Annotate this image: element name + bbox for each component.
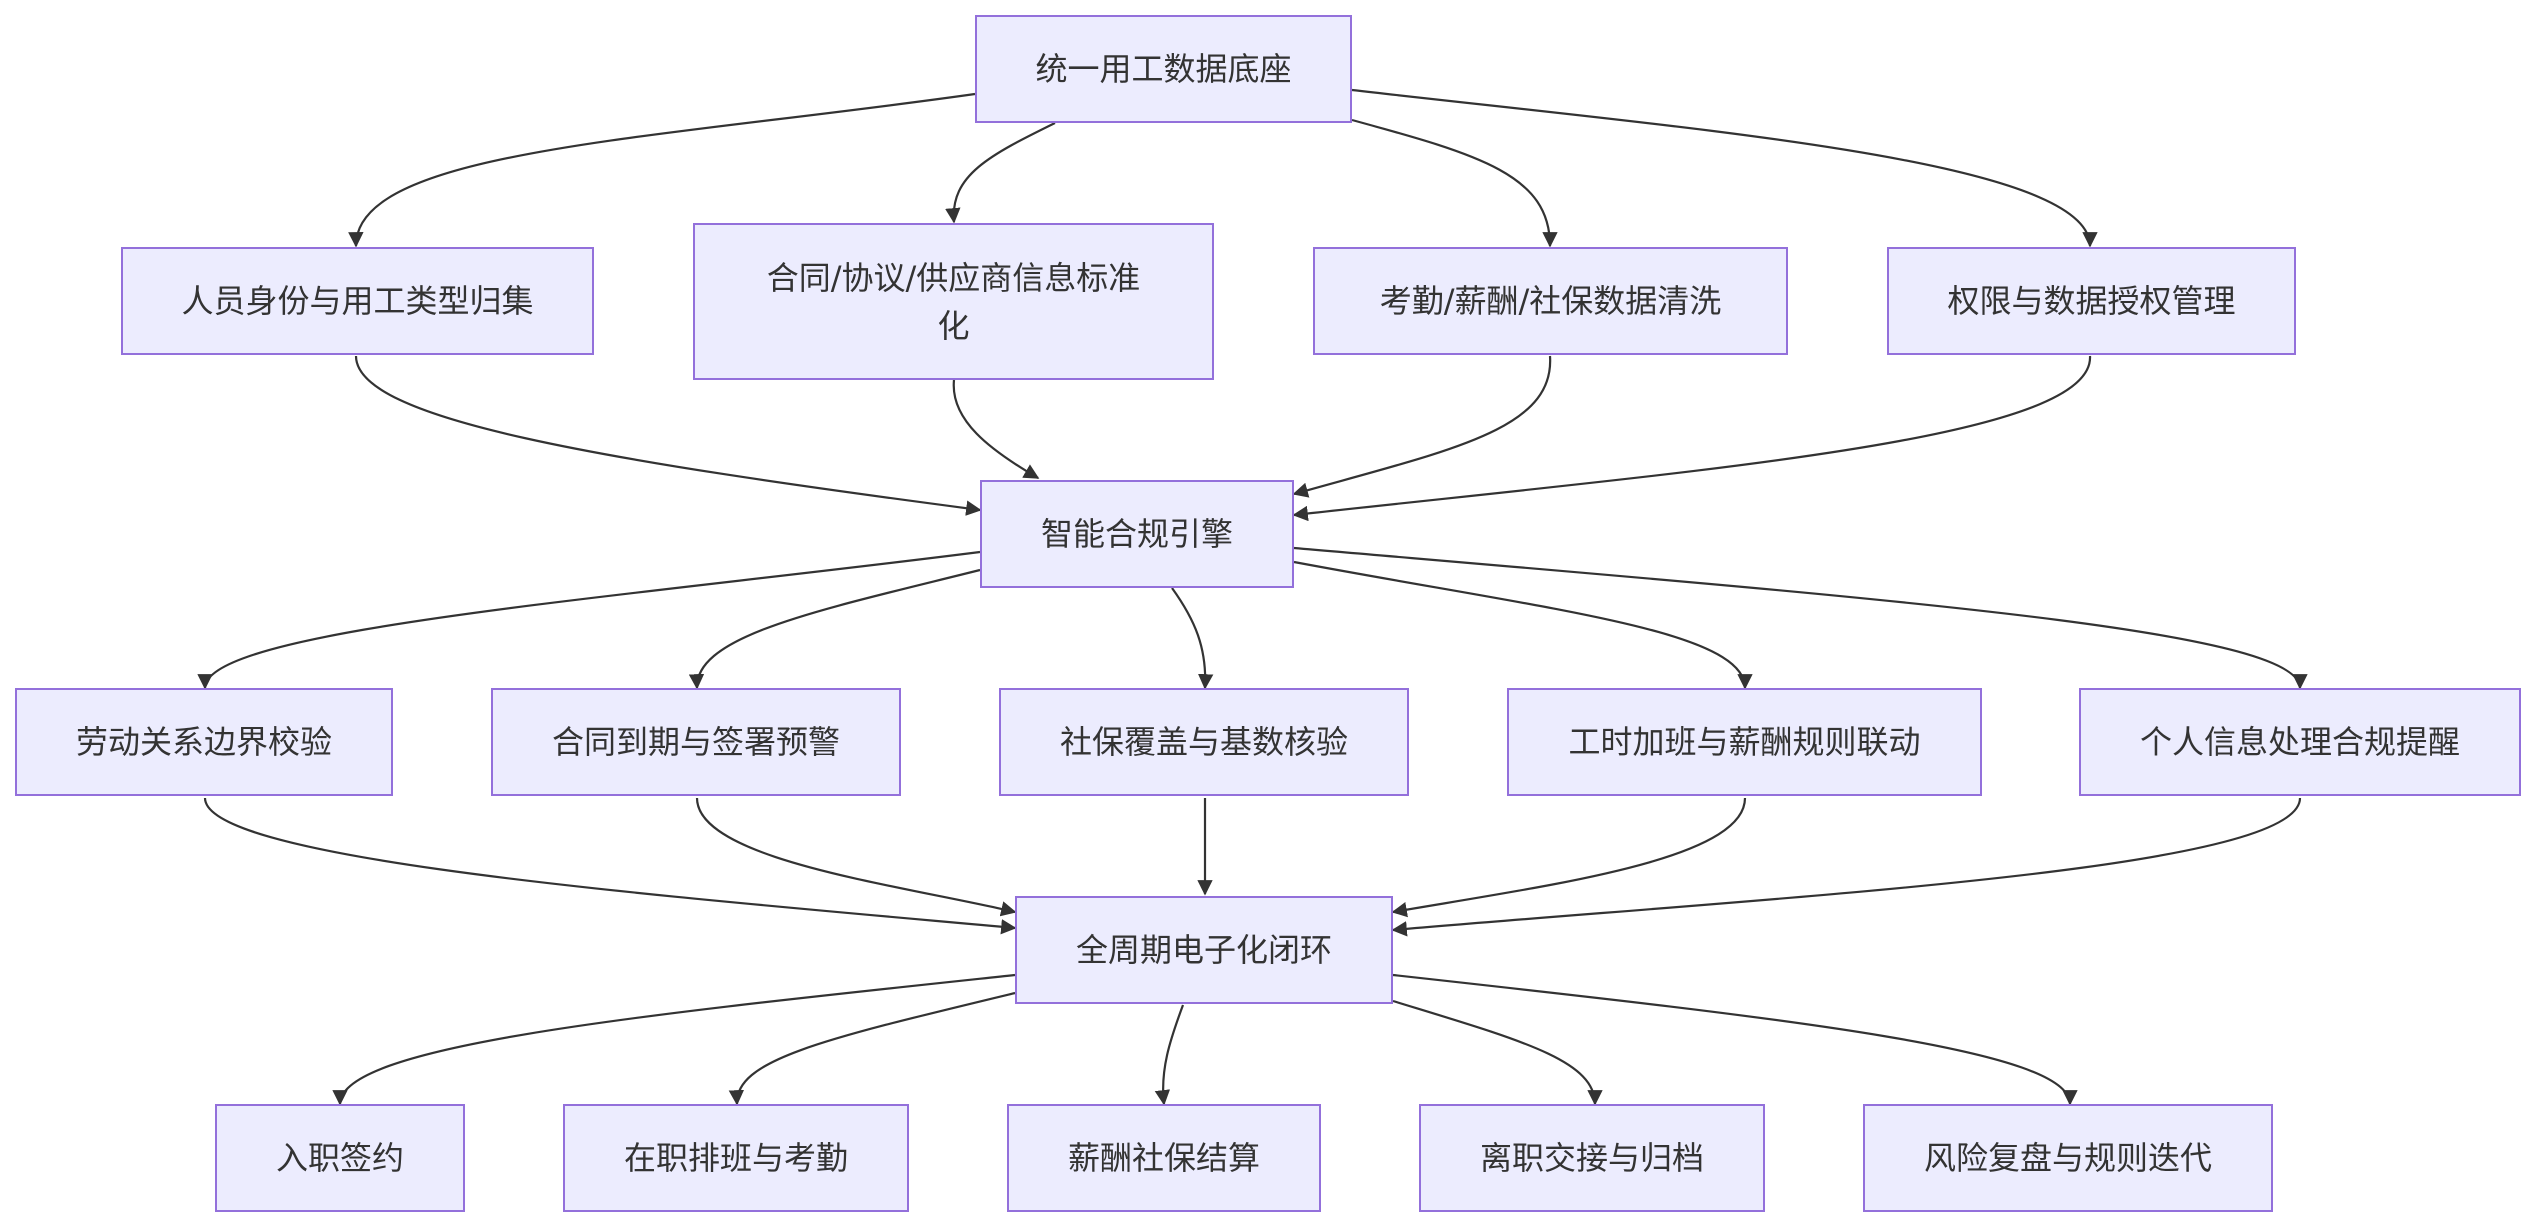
node-risk-review: 风险复盘与规则迭代 [1863, 1104, 2273, 1212]
node-onboard: 入职签约 [215, 1104, 465, 1212]
edge-root-attendance-clean [1351, 118, 1558, 248]
node-offboard: 离职交接与归档 [1419, 1104, 1765, 1212]
edge-lifecycle-payroll [1154, 1004, 1185, 1106]
edge-lifecycle-onboard [332, 973, 1016, 1106]
node-scheduling-label: 在职排班与考勤 [623, 1139, 848, 1177]
edge-contract-alert-lifecycle [695, 797, 1017, 917]
node-contract-std: 合同/协议/供应商信息标准化 [693, 223, 1214, 380]
node-payroll-label: 薪酬社保结算 [1067, 1139, 1260, 1177]
node-identity: 人员身份与用工类型归集 [121, 247, 594, 355]
node-overtime-link: 工时加班与薪酬规则联动 [1507, 688, 1982, 796]
edge-privacy-reminder-lifecycle [1391, 797, 2302, 937]
node-identity-label: 人员身份与用工类型归集 [181, 282, 534, 320]
node-payroll: 薪酬社保结算 [1007, 1104, 1321, 1212]
edge-engine-overtime-link [1293, 560, 1753, 690]
edge-engine-social-check [1171, 587, 1214, 690]
node-contract-std-label: 合同/协议/供应商信息标准化 [766, 258, 1141, 345]
node-risk-review-label: 风险复盘与规则迭代 [1923, 1139, 2212, 1177]
node-scheduling: 在职排班与考勤 [563, 1104, 909, 1212]
edge-contract-std-engine [952, 379, 1040, 479]
edge-labor-check-lifecycle [203, 797, 1017, 935]
node-engine-label: 智能合规引擎 [1040, 515, 1233, 553]
node-lifecycle: 全周期电子化闭环 [1015, 896, 1393, 1004]
node-social-check: 社保覆盖与基数核验 [999, 688, 1409, 796]
node-permission: 权限与数据授权管理 [1887, 247, 2296, 355]
edge-lifecycle-scheduling [728, 991, 1016, 1106]
edge-lifecycle-offboard [1392, 999, 1603, 1106]
node-engine: 智能合规引擎 [980, 480, 1294, 588]
node-privacy-reminder-label: 个人信息处理合规提醒 [2139, 723, 2460, 761]
node-social-check-label: 社保覆盖与基数核验 [1059, 723, 1348, 761]
node-labor-check-label: 劳动关系边界校验 [75, 723, 332, 761]
node-root: 统一用工数据底座 [975, 15, 1352, 123]
node-attendance-clean: 考勤/薪酬/社保数据清洗 [1313, 247, 1788, 355]
node-overtime-link-label: 工时加班与薪酬规则联动 [1568, 723, 1921, 761]
edge-engine-contract-alert [688, 568, 981, 690]
node-root-label: 统一用工数据底座 [1035, 50, 1292, 88]
edge-root-identity [348, 92, 976, 248]
node-labor-check: 劳动关系边界校验 [15, 688, 393, 796]
edge-attendance-clean-engine [1292, 355, 1552, 498]
node-contract-alert: 合同到期与签署预警 [491, 688, 901, 796]
edge-overtime-link-lifecycle [1391, 797, 1747, 918]
node-permission-label: 权限与数据授权管理 [1947, 282, 2236, 320]
edge-permission-engine [1292, 355, 2092, 522]
edge-engine-privacy-reminder [1293, 546, 2308, 690]
edge-root-permission [1351, 88, 2098, 248]
edge-lifecycle-risk-review [1392, 973, 2078, 1106]
edge-identity-engine [354, 355, 982, 516]
edge-engine-labor-check [197, 550, 981, 690]
edge-root-contract-std [945, 122, 1056, 224]
node-onboard-label: 入职签约 [275, 1139, 404, 1177]
node-attendance-clean-label: 考勤/薪酬/社保数据清洗 [1379, 282, 1722, 320]
node-contract-alert-label: 合同到期与签署预警 [551, 723, 840, 761]
node-offboard-label: 离职交接与归档 [1479, 1139, 1704, 1177]
node-privacy-reminder: 个人信息处理合规提醒 [2079, 688, 2521, 796]
node-lifecycle-label: 全周期电子化闭环 [1075, 931, 1332, 969]
